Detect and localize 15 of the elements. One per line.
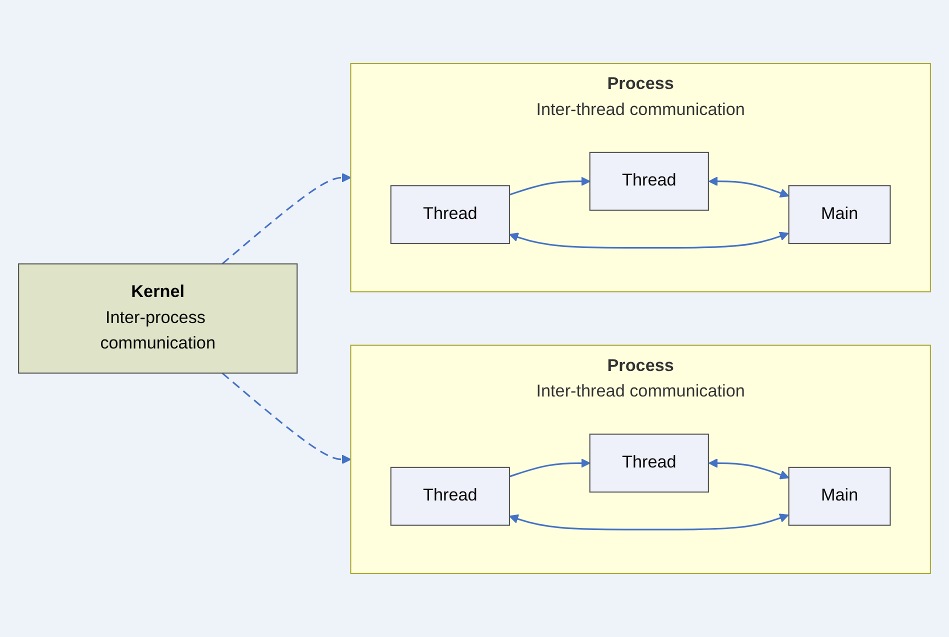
node-box: Thread — [589, 152, 709, 211]
arrow — [509, 176, 590, 196]
node-box: Kernel Inter-process communication — [18, 263, 298, 374]
arrow — [509, 458, 590, 478]
arrow — [708, 176, 790, 198]
arrow — [509, 232, 789, 249]
arrow — [222, 372, 352, 464]
node-box: Main — [788, 466, 891, 526]
node-box: Thread — [589, 434, 709, 493]
node-box: Thread — [390, 185, 510, 244]
arrow — [509, 514, 789, 530]
node-box: Main — [788, 185, 891, 244]
arrow — [222, 172, 352, 264]
node-box: Thread — [390, 466, 510, 526]
arrow — [708, 458, 790, 480]
